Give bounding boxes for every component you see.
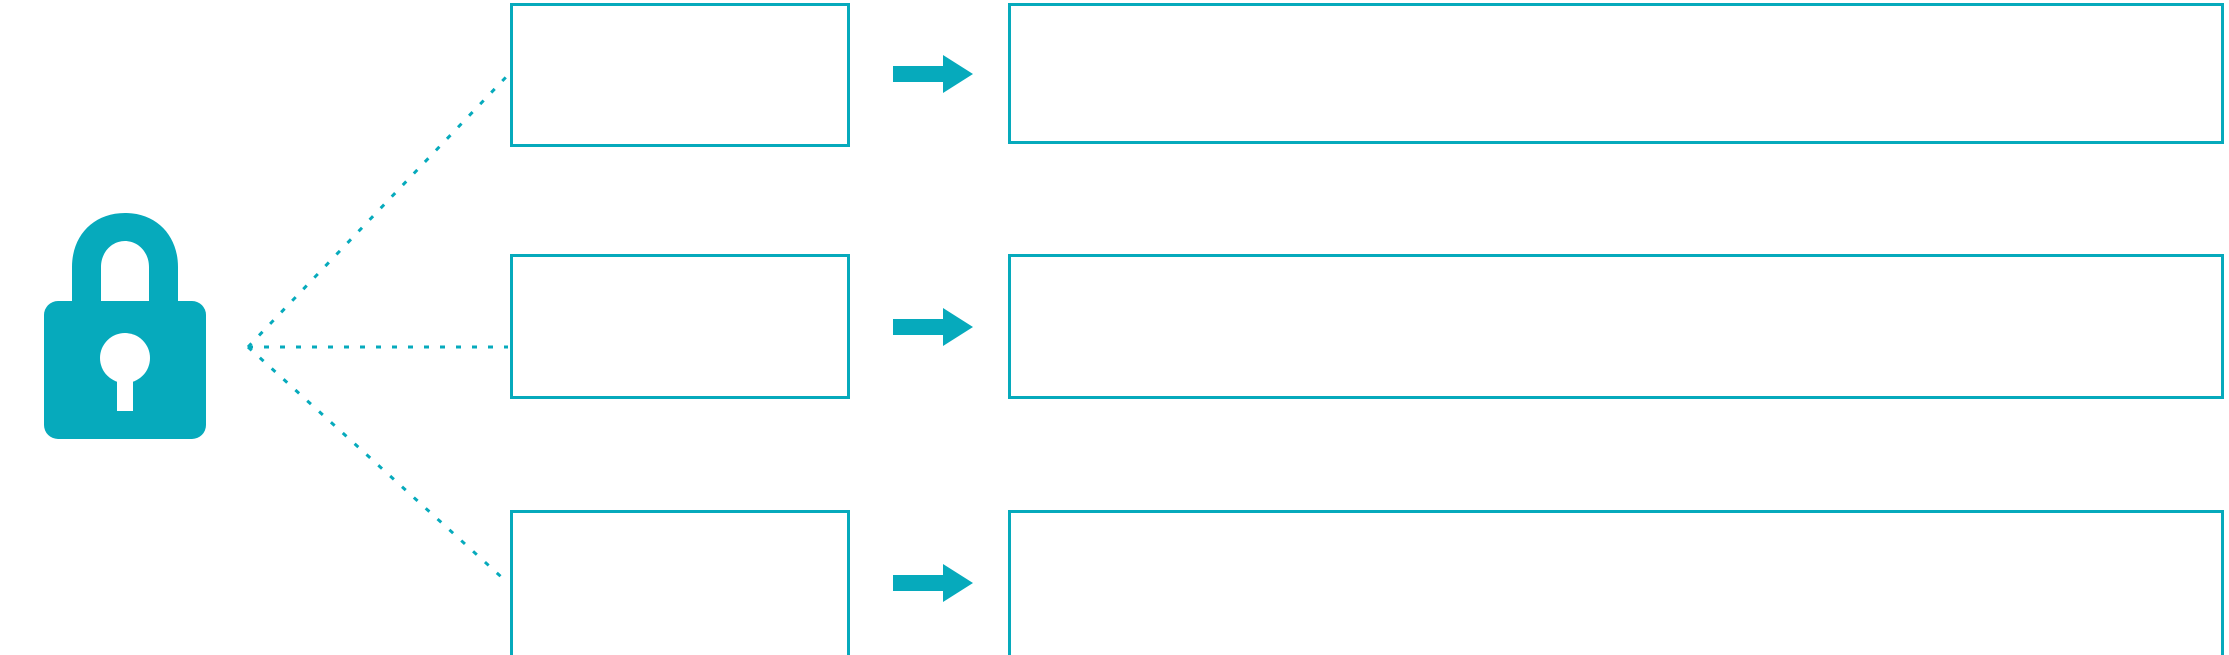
row-3-small-box-label (513, 513, 847, 541)
row-3-large-box[interactable] (1008, 510, 2224, 655)
row-3-large-box-label (1011, 513, 2221, 541)
row-2-large-box[interactable] (1008, 254, 2224, 399)
row-2-arrow-right-icon (893, 308, 973, 346)
row-2-small-box-label (513, 257, 847, 285)
row-2-large-box-label (1011, 257, 2221, 285)
row-1-large-box-label (1011, 6, 2221, 34)
row-1-large-box[interactable] (1008, 3, 2224, 144)
flow-row (0, 0, 2229, 150)
row-3-small-box[interactable] (510, 510, 850, 655)
row-2-small-box[interactable] (510, 254, 850, 399)
row-1-small-box-label (513, 6, 847, 34)
row-1-arrow-right-icon (893, 55, 973, 93)
padlock-icon (44, 213, 206, 439)
connector-line-to-row-3 (246, 345, 510, 585)
row-1-small-box[interactable] (510, 3, 850, 147)
row-3-arrow-right-icon (893, 564, 973, 602)
